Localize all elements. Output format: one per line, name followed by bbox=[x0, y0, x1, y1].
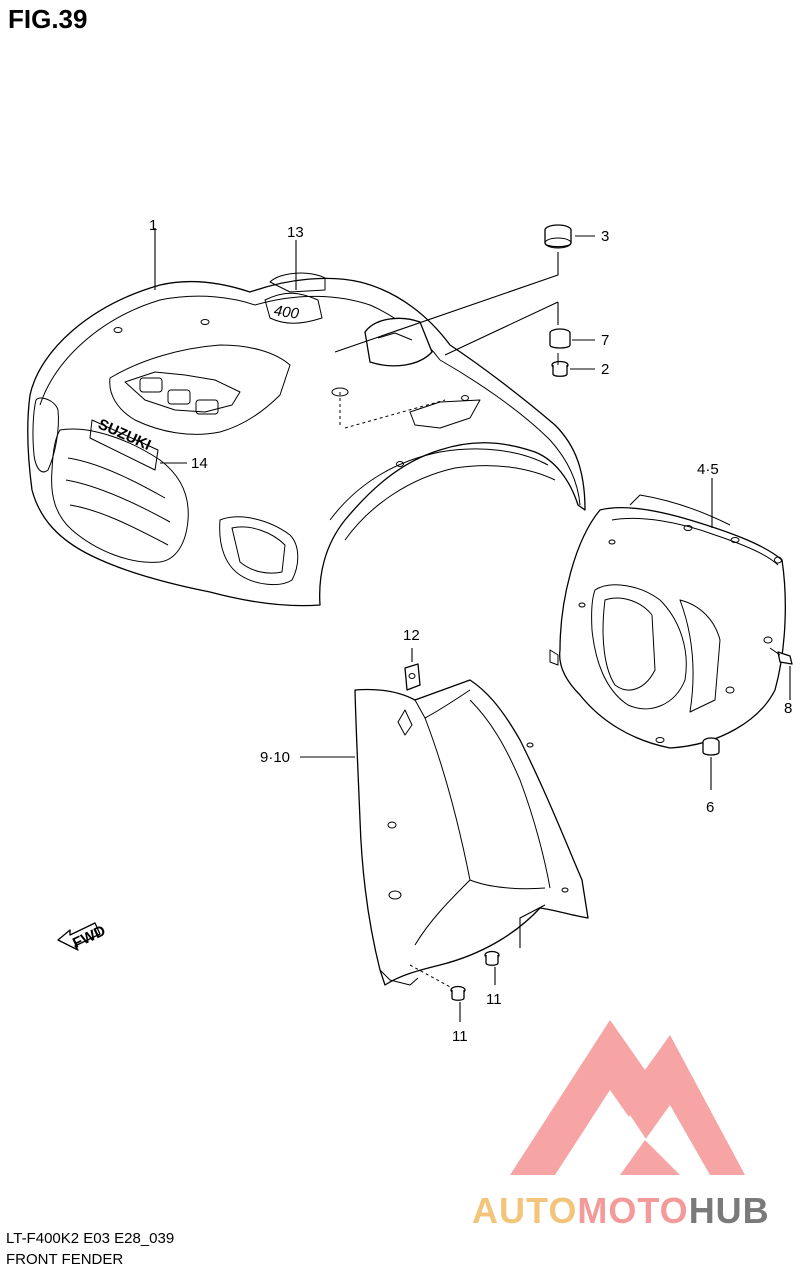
cushion-part bbox=[544, 224, 572, 249]
callout-2: 2 bbox=[601, 361, 609, 378]
front-fender-part bbox=[27, 277, 586, 607]
forward-direction-arrow: FWD bbox=[57, 922, 108, 952]
callout-13: 13 bbox=[287, 224, 304, 241]
callout-14: 14 bbox=[191, 455, 208, 472]
callout-9-10: 9·10 bbox=[260, 749, 290, 766]
model-emblem-400: 400 bbox=[264, 272, 326, 324]
callout-12: 12 bbox=[403, 627, 420, 644]
callout-11-right: 11 bbox=[486, 991, 502, 1008]
callout-4-5: 4·5 bbox=[697, 461, 719, 478]
collar-part bbox=[549, 328, 571, 349]
mount-reference-line bbox=[409, 964, 453, 989]
side-panel-part bbox=[549, 494, 786, 749]
figure-title: FIG.39 bbox=[8, 4, 88, 34]
callout-8: 8 bbox=[784, 700, 792, 717]
mount-reference-line bbox=[344, 399, 446, 429]
callout-1: 1 bbox=[149, 217, 157, 234]
screw-part-11-left bbox=[450, 985, 466, 1001]
section-name: FRONT FENDER bbox=[6, 1251, 124, 1268]
screw-part-11-right bbox=[484, 950, 500, 966]
screw-part-8 bbox=[769, 647, 793, 665]
nut-part-6 bbox=[702, 737, 720, 756]
figure-footer: LT-F400K2 E03 E28_039 FRONT FENDER bbox=[6, 1228, 174, 1270]
watermark-text-hub: HUB bbox=[688, 1190, 770, 1231]
model-badge-text: 400 bbox=[273, 302, 301, 322]
clip-nut-part-12 bbox=[404, 663, 421, 691]
callout-3: 3 bbox=[601, 228, 609, 245]
inner-guard-part bbox=[354, 679, 589, 986]
callout-6: 6 bbox=[706, 799, 714, 816]
leader-line bbox=[444, 301, 559, 356]
triangle-logo-icon bbox=[510, 1020, 745, 1175]
bolt-part bbox=[551, 353, 569, 377]
watermark-text-auto: AUTO bbox=[472, 1190, 578, 1231]
leader-line bbox=[519, 904, 546, 948]
intake-scoop bbox=[364, 317, 433, 367]
watermark-text-moto: MOTO bbox=[577, 1190, 689, 1231]
watermark-text: AUTOMOTOHUB bbox=[472, 1190, 770, 1232]
model-code: LT-F400K2 E03 E28_039 bbox=[6, 1230, 175, 1247]
leader-line bbox=[334, 252, 559, 353]
callout-7: 7 bbox=[601, 332, 609, 349]
callout-11-left: 11 bbox=[452, 1028, 468, 1045]
